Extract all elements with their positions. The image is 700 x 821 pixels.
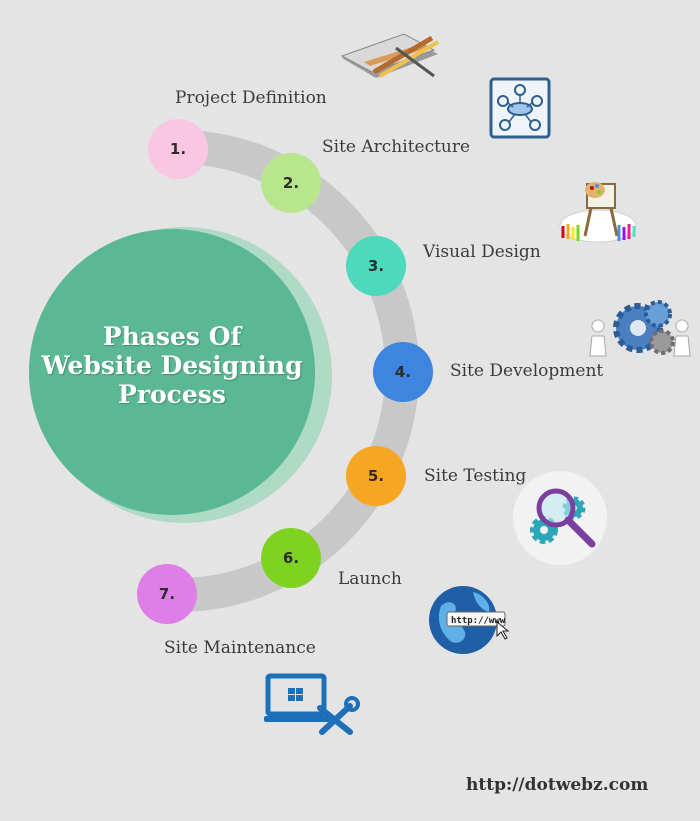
phase-6-label: Launch: [338, 569, 402, 589]
phase-4-number: 4.: [373, 342, 433, 402]
center-title: Phases Of Website Designing Process: [22, 322, 322, 409]
phase-7-label: Site Maintenance: [164, 638, 316, 658]
phase-6-number: 6.: [261, 528, 321, 588]
title-line-3: Process: [118, 380, 226, 409]
phase-1-label: Project Definition: [175, 88, 327, 108]
phase-1-number: 1.: [148, 119, 208, 179]
phase-5-label: Site Testing: [424, 466, 527, 486]
phase-2-number: 2.: [261, 153, 321, 213]
pencil-ruler-icon: [340, 33, 440, 78]
phase-5-number: 5.: [346, 446, 406, 506]
globe-url-text: http://www: [451, 616, 506, 626]
website-url: http://dotwebz.com: [466, 775, 649, 795]
laptop-tools-icon: [264, 673, 360, 735]
phase-2-label: Site Architecture: [322, 137, 471, 157]
center-circle: [29, 229, 315, 515]
phase-3-number: 3.: [346, 236, 406, 296]
palette-easel-icon: [559, 182, 637, 243]
title-line-2: Website Designing: [41, 351, 303, 380]
phase-7-number: 7.: [137, 564, 197, 624]
sitemap-icon: [489, 77, 551, 139]
phase-3-label: Visual Design: [423, 242, 541, 262]
globe-url-icon: http://www: [429, 586, 510, 654]
gears-team-icon: [589, 300, 691, 357]
phase-4-label: Site Development: [450, 361, 604, 381]
magnifier-gear-icon: [513, 471, 607, 565]
title-line-1: Phases Of: [102, 322, 242, 351]
